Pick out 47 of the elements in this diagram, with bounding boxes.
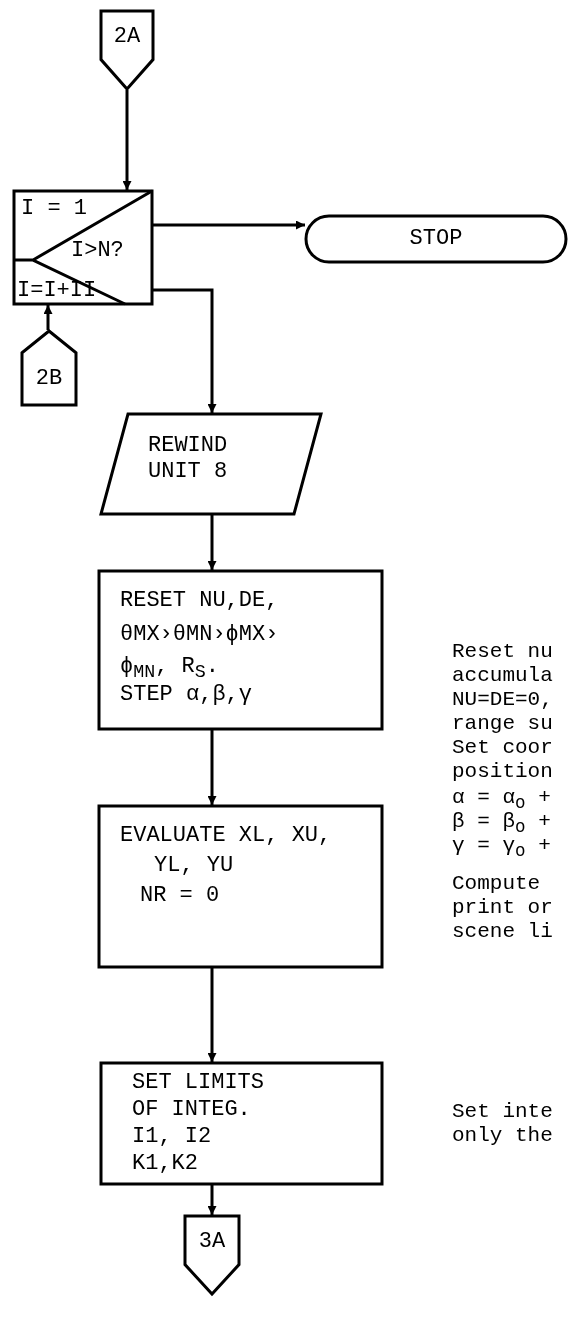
note-text: scene li (452, 920, 553, 943)
node-text: YL, YU (154, 853, 234, 879)
note-text: accumula (452, 664, 553, 687)
node-text: 3A (197, 1229, 227, 1255)
node-text: STOP (408, 226, 464, 252)
node-text: ϕ$_{MN}$, R$_{S}$. (120, 654, 219, 684)
node-text: EVALUATE XL, XU, (120, 823, 332, 849)
node-text: OF INTEG. (132, 1097, 251, 1123)
off-page-connector (21, 330, 77, 406)
process-box (98, 570, 383, 730)
note-text: print or (452, 896, 553, 919)
note-text: Compute (452, 872, 541, 895)
loop-box (13, 190, 153, 305)
node-text: K1,K2 (132, 1151, 198, 1177)
arrow (43, 305, 53, 330)
node-text: SET LIMITS (132, 1070, 265, 1096)
off-page-connector (184, 1215, 240, 1295)
node-text: I=I+II (17, 278, 97, 304)
node-text: 2A (112, 24, 142, 50)
node-text: STEP α,β,γ (120, 682, 253, 708)
arrow (207, 968, 217, 1062)
node-text: RESET NU,DE, (120, 588, 279, 614)
arrow (207, 515, 217, 570)
arrow (153, 220, 305, 230)
node-text: REWIND UNIT 8 (148, 433, 229, 485)
node-text: I1, I2 (132, 1124, 212, 1150)
note-text: Reset nu (452, 640, 553, 663)
node-text: θMX›θMN›ϕMX› (120, 622, 279, 648)
arrow (122, 90, 132, 190)
arrow (153, 288, 217, 413)
node-text: 2B (34, 366, 64, 392)
note-text: NU=DE=0, (452, 688, 553, 711)
note-text: position (452, 760, 553, 783)
process-box (98, 805, 383, 968)
note-text: Set inte (452, 1100, 553, 1123)
terminal-box (305, 215, 567, 263)
arrow (207, 730, 217, 805)
note-text: only the (452, 1124, 553, 1147)
arrow (207, 1185, 217, 1215)
process-box (100, 1062, 383, 1185)
note-text: Set coor (452, 736, 553, 759)
node-text: I>N? (71, 238, 124, 264)
node-text: I = 1 (21, 196, 87, 222)
node-text: NR = 0 (140, 883, 220, 909)
off-page-connector (100, 10, 154, 90)
note-text: range su (452, 712, 553, 735)
input-output-box (100, 413, 322, 515)
